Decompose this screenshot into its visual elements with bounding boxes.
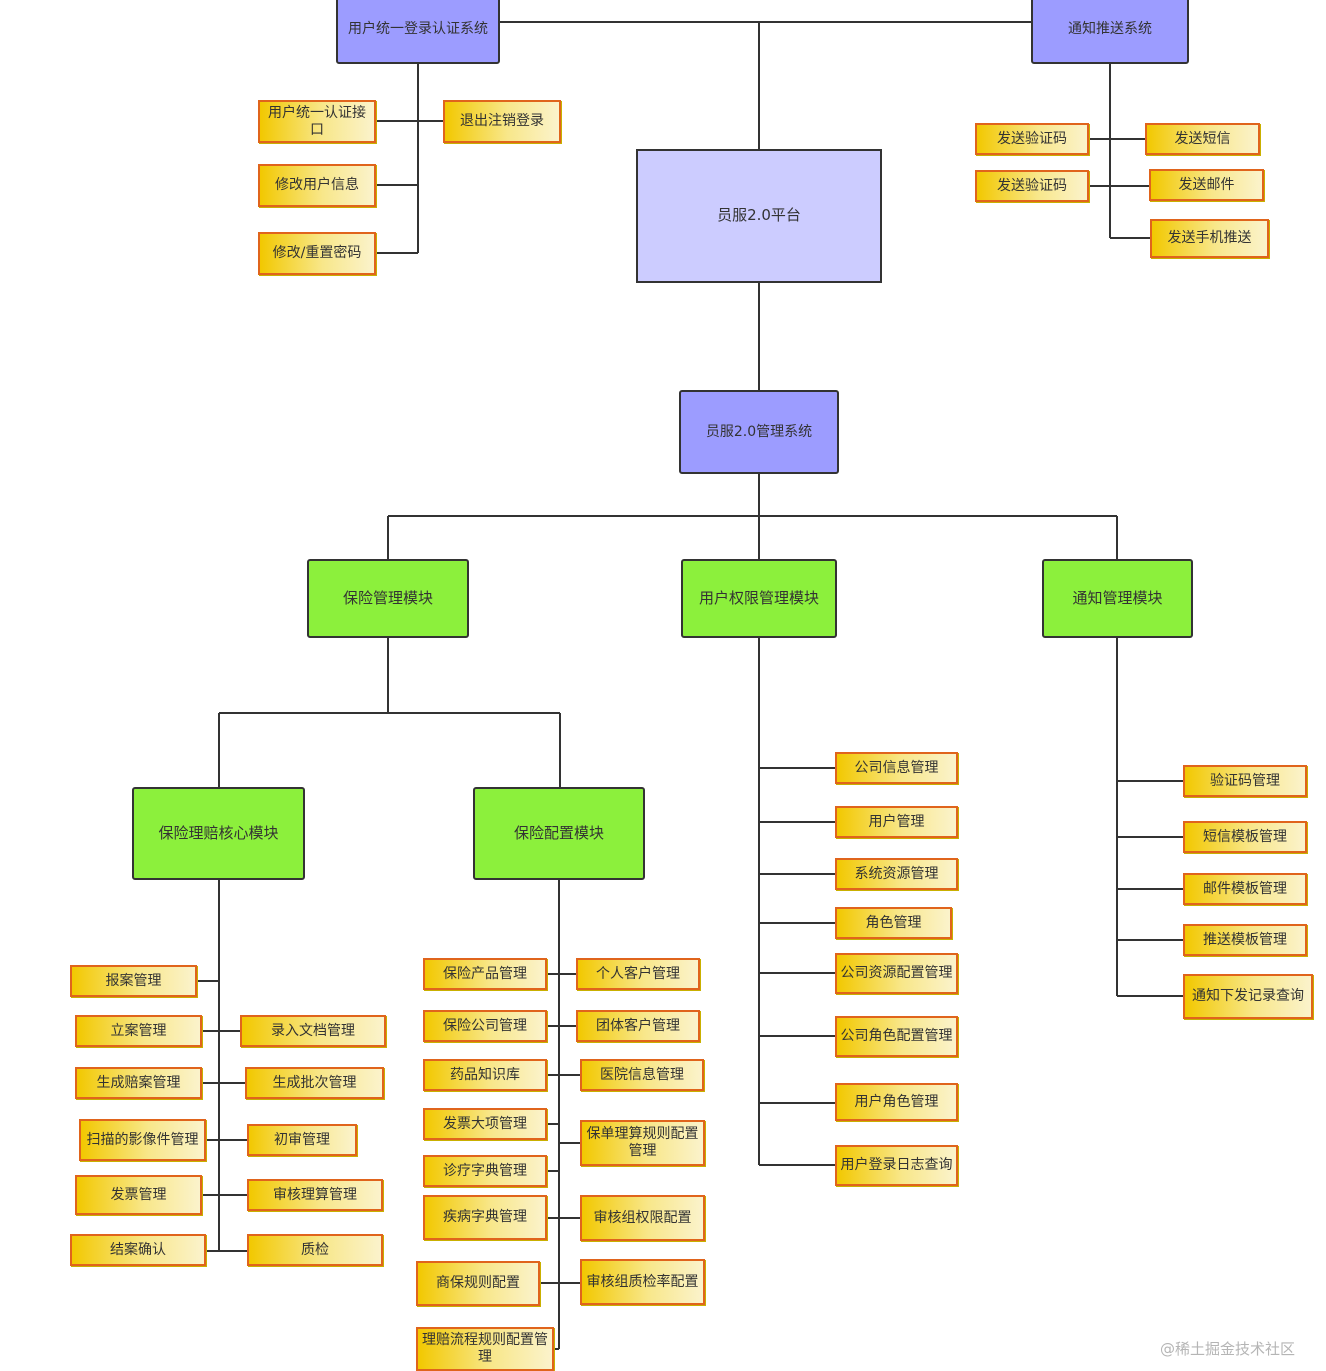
auth-item: 修改用户信息 bbox=[258, 164, 376, 207]
auth-item: 用户统一认证接口 bbox=[258, 100, 376, 143]
claims-item: 质检 bbox=[247, 1234, 383, 1266]
claims-item: 审核理算管理 bbox=[247, 1179, 383, 1211]
notify-item: 发送手机推送 bbox=[1150, 219, 1269, 258]
claims-item: 初审管理 bbox=[247, 1124, 357, 1156]
module-insurance: 保险管理模块 bbox=[307, 559, 469, 638]
config-item: 理赔流程规则配置管理 bbox=[416, 1327, 554, 1371]
user-perm-item: 用户登录日志查询 bbox=[835, 1145, 958, 1186]
notify-item: 发送验证码 bbox=[975, 123, 1089, 155]
system-management: 员服2.0管理系统 bbox=[679, 390, 839, 474]
user-perm-item: 公司信息管理 bbox=[835, 752, 958, 784]
config-item: 医院信息管理 bbox=[580, 1059, 704, 1091]
module-claims-core: 保险理赔核心模块 bbox=[132, 787, 305, 880]
claims-item: 报案管理 bbox=[70, 965, 197, 997]
claims-item: 生成批次管理 bbox=[245, 1067, 384, 1099]
notice-item: 短信模板管理 bbox=[1183, 821, 1307, 853]
watermark: @稀土掘金技术社区 bbox=[1160, 1340, 1296, 1358]
notify-item: 发送验证码 bbox=[975, 170, 1089, 202]
user-perm-item: 公司角色配置管理 bbox=[835, 1016, 958, 1057]
notify-item: 发送邮件 bbox=[1149, 169, 1264, 201]
system-notify: 通知推送系统 bbox=[1031, 0, 1189, 64]
notice-item: 验证码管理 bbox=[1183, 765, 1307, 797]
system-auth: 用户统一登录认证系统 bbox=[336, 0, 500, 64]
claims-item: 立案管理 bbox=[75, 1015, 202, 1047]
user-perm-item: 用户角色管理 bbox=[835, 1083, 958, 1121]
notice-item: 推送模板管理 bbox=[1183, 924, 1307, 956]
user-perm-item: 角色管理 bbox=[835, 907, 952, 939]
notice-item: 邮件模板管理 bbox=[1183, 873, 1307, 905]
config-item: 商保规则配置 bbox=[416, 1261, 540, 1306]
claims-item: 生成赔案管理 bbox=[75, 1067, 202, 1099]
config-item: 保险公司管理 bbox=[423, 1010, 547, 1042]
config-item: 疾病字典管理 bbox=[423, 1195, 547, 1240]
config-item: 诊疗字典管理 bbox=[423, 1155, 547, 1187]
config-item: 保单理算规则配置管理 bbox=[580, 1120, 705, 1166]
user-perm-item: 公司资源配置管理 bbox=[835, 953, 958, 994]
config-item: 个人客户管理 bbox=[576, 958, 700, 990]
config-item: 发票大项管理 bbox=[423, 1108, 547, 1140]
user-perm-item: 系统资源管理 bbox=[835, 858, 958, 890]
platform-node: 员服2.0平台 bbox=[636, 149, 882, 283]
config-item: 药品知识库 bbox=[423, 1059, 547, 1091]
claims-item: 结案确认 bbox=[70, 1234, 206, 1266]
config-item: 团体客户管理 bbox=[576, 1010, 700, 1042]
auth-item: 退出注销登录 bbox=[443, 100, 561, 143]
user-perm-item: 用户管理 bbox=[835, 806, 958, 838]
claims-item: 发票管理 bbox=[75, 1175, 202, 1215]
claims-item: 扫描的影像件管理 bbox=[79, 1119, 206, 1161]
notify-item: 发送短信 bbox=[1145, 123, 1260, 155]
notice-item: 通知下发记录查询 bbox=[1183, 974, 1313, 1019]
config-item: 保险产品管理 bbox=[423, 958, 547, 990]
module-notice: 通知管理模块 bbox=[1042, 559, 1193, 638]
module-config: 保险配置模块 bbox=[473, 787, 645, 880]
module-user-permission: 用户权限管理模块 bbox=[681, 559, 837, 638]
config-item: 审核组质检率配置 bbox=[580, 1259, 705, 1305]
auth-item: 修改/重置密码 bbox=[258, 232, 376, 275]
claims-item: 录入文档管理 bbox=[240, 1015, 386, 1047]
config-item: 审核组权限配置 bbox=[580, 1195, 705, 1241]
